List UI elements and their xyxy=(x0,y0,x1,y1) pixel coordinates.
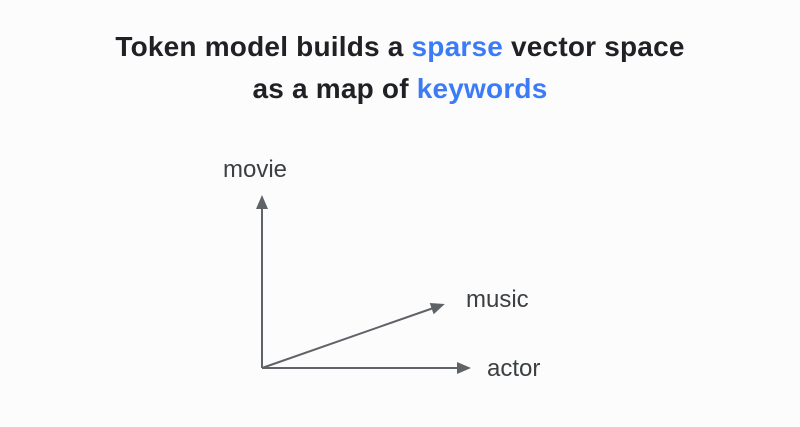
axis-label-movie: movie xyxy=(223,156,288,183)
axis-label-actor: actor xyxy=(487,355,541,382)
music-vector-arrow xyxy=(261,302,445,369)
title-line1-suffix: vector space xyxy=(503,31,685,62)
title-highlight-sparse: sparse xyxy=(411,31,504,62)
axis-label-music: music xyxy=(466,286,529,313)
title-line1-prefix: Token model builds a xyxy=(115,31,412,62)
title-line-2: as a map of keywords xyxy=(0,68,800,110)
title-highlight-keywords: keywords xyxy=(416,73,548,104)
page-title: Token model builds a sparse vector space… xyxy=(0,26,800,110)
title-line2-prefix: as a map of xyxy=(252,73,417,104)
title-line-1: Token model builds a sparse vector space xyxy=(0,26,800,68)
